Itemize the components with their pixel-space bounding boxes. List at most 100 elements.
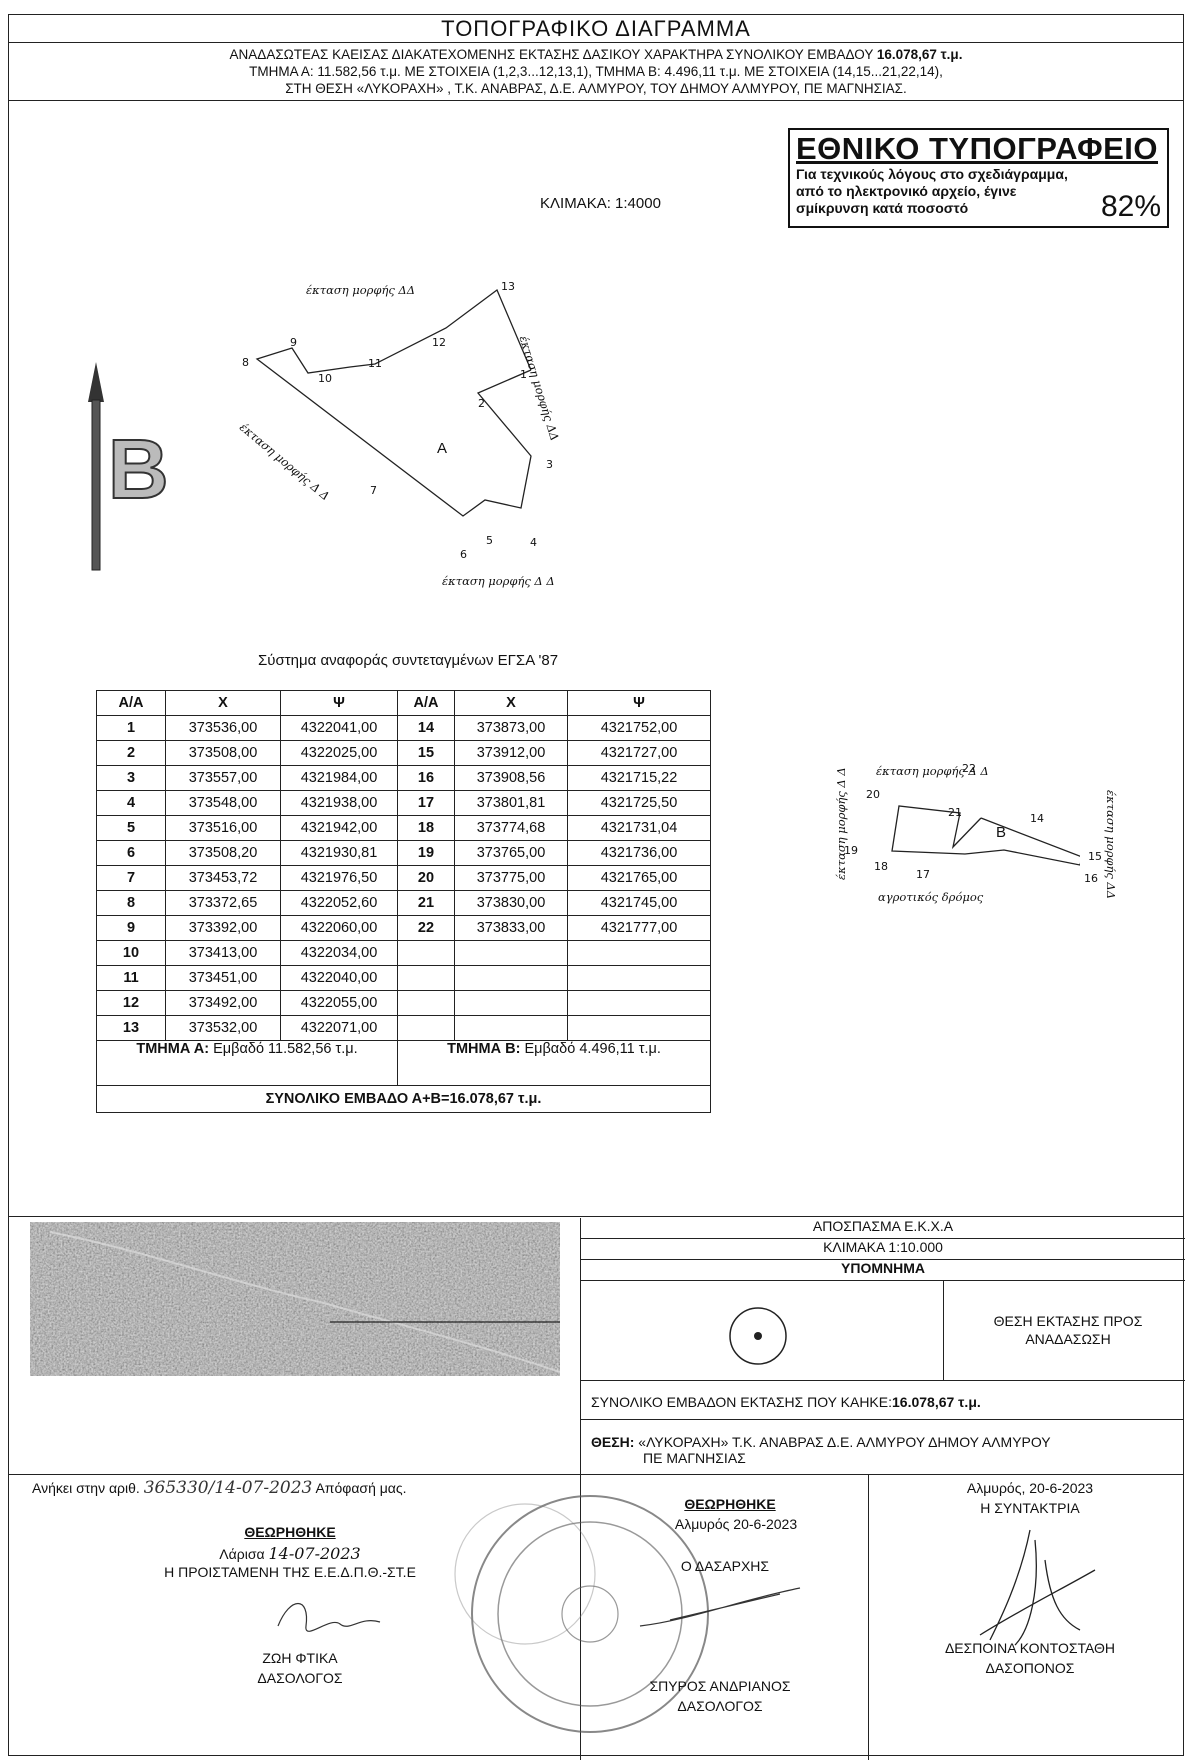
table-cell: 4322040,00 (280, 965, 398, 991)
legend-symbol-row: ΘΕΣΗ ΕΚΤΑΣΗΣ ΠΡΟΣ ΑΝΑΔΑΣΩΣΗ (580, 1280, 1185, 1381)
point-22: 22 (962, 762, 976, 775)
table-cell (567, 965, 711, 991)
table-cell: 373413,00 (165, 940, 281, 966)
area-a-cell: ΤΜΗΜΑ Α: Εμβαδό 11.582,56 τ.μ. (96, 1040, 398, 1086)
table-cell: 22 (397, 915, 455, 941)
table-cell (397, 965, 455, 991)
table-cell: 7 (96, 865, 166, 891)
table-cell: 4321938,00 (280, 790, 398, 816)
table-cell: 15 (397, 740, 455, 766)
table-cell: 17 (397, 790, 455, 816)
point-21: 21 (948, 806, 962, 819)
table-cell: 21 (397, 890, 455, 916)
page-frame (8, 14, 1184, 1756)
vertical-divider-right (868, 1474, 869, 1760)
left-place-date: Λάρισα 14-07-2023 (160, 1544, 420, 1563)
legend-total-unit: τ.μ. (954, 1394, 981, 1410)
right-place-date: Αλμυρός, 20-6-2023 (966, 1480, 1094, 1496)
table-cell (454, 990, 568, 1016)
point-15: 15 (1088, 850, 1102, 863)
table-cell (397, 940, 455, 966)
legend-total-label: ΣΥΝΟΛΙΚΟ ΕΜΒΑΔΟΝ ΕΚΤΑΣΗΣ ΠΟΥ ΚΑΗΚΕ: (591, 1394, 892, 1410)
point-5: 5 (486, 534, 493, 547)
point-4: 4 (530, 536, 537, 549)
table-cell: 373548,00 (165, 790, 281, 816)
left-date: 14-07-2023 (268, 1544, 361, 1563)
title-divider (8, 42, 1184, 43)
table-cell (397, 990, 455, 1016)
right-title: ΔΑΣΟΠΟΝΟΣ (985, 1660, 1075, 1676)
table-cell: 373873,00 (454, 715, 568, 741)
table-cell (454, 1015, 568, 1041)
point-1: 1 (520, 368, 527, 381)
location-circle-icon (729, 1307, 787, 1365)
table-cell: 373908,56 (454, 765, 568, 791)
parcel-b-bottom-label: αγροτικός δρόμος (878, 890, 984, 904)
legend-scale: ΚΛΙΜΑΚΑ 1:10.000 (581, 1239, 1185, 1260)
table-cell: 4322041,00 (280, 715, 398, 741)
vertical-divider-mid (580, 1218, 581, 1760)
col-header-x-1: Χ (165, 690, 281, 716)
map-scale: ΚΛΙΜΑΚΑ: 1:4000 (540, 195, 661, 212)
parcel-b-left-label: έκταση μορφής Δ Δ (834, 767, 848, 880)
parcel-a-bottom-label: έκταση μορφής Δ Δ (442, 574, 555, 588)
table-cell (454, 965, 568, 991)
table-cell: 4321745,00 (567, 890, 711, 916)
table-cell: 373833,00 (454, 915, 568, 941)
mid-title: ΔΑΣΟΛΟΓΟΣ (677, 1698, 763, 1714)
legend-location-text-2: ΠΕ ΜΑΓΝΗΣΙΑΣ (643, 1450, 746, 1466)
table-cell: 4322052,60 (280, 890, 398, 916)
table-cell (567, 940, 711, 966)
stamp-line-3: σμίκρυνση κατά ποσοστό (796, 200, 969, 216)
right-signature (979, 1529, 1096, 1646)
mid-role: Ο ΔΑΣΑΡΧΗΣ (680, 1558, 770, 1574)
mid-name: ΣΠΥΡΟΣ ΑΝΔΡΙΑΝΟΣ (649, 1678, 791, 1694)
north-arrow-icon (88, 362, 104, 571)
point-18: 18 (874, 860, 888, 873)
table-cell: 2 (96, 740, 166, 766)
area-b-label: ΤΜΗΜΑ Β: (447, 1041, 521, 1057)
table-cell: 10 (96, 940, 166, 966)
table-cell: 13 (96, 1015, 166, 1041)
table-cell: 373557,00 (165, 765, 281, 791)
document-title: ΤΟΠΟΓΡΑΦΙΚΟ ΔΙΑΓΡΑΜΜΑ (441, 16, 751, 41)
table-cell: 5 (96, 815, 166, 841)
left-title: ΔΑΣΟΛΟΓΟΣ (257, 1670, 343, 1686)
total-area: ΣΥΝΟΛΙΚΟ ΕΜΒΑΔΟ Α+Β=16.078,67 τ.μ. (96, 1085, 711, 1113)
parcel-b-top-label: έκταση μορφής Δ Δ (876, 764, 989, 778)
table-header-row: Α/Α Χ Ψ Α/Α Χ Ψ (96, 690, 711, 716)
table-cell: 373508,20 (165, 840, 281, 866)
table-cell: 9 (96, 915, 166, 941)
right-name: ΔΕΣΠΟΙΝΑ ΚΟΝΤΟΣΤΑΘΗ (944, 1640, 1116, 1656)
table-cell: 373516,00 (165, 815, 281, 841)
legend-symbol-label: ΘΕΣΗ ΕΚΤΑΣΗΣ ΠΡΟΣ ΑΝΑΔΑΣΩΣΗ (993, 1313, 1143, 1347)
point-7: 7 (370, 484, 377, 497)
table-cell: 4322060,00 (280, 915, 398, 941)
stamp-percent: 82% (1100, 190, 1161, 223)
mid-place-date: Αλμυρός 20-6-2023 (674, 1516, 798, 1532)
north-arrow: Β (82, 362, 170, 572)
header-line-1-bold: 16.078,67 τ.μ. (876, 47, 963, 62)
parcel-b-letter: Β (996, 824, 1007, 841)
header-divider (8, 100, 1184, 101)
parcel-a-letter: Α (437, 440, 448, 457)
decision-post: Απόφασή μας. (315, 1480, 407, 1496)
table-cell: 4321731,04 (567, 815, 711, 841)
stamp-title: ΕΘΝΙΚΟ ΤΥΠΟΓΡΑΦΕΙΟ (796, 131, 1159, 166)
table-cell: 4322055,00 (280, 990, 398, 1016)
col-header-y-1: Ψ (280, 690, 398, 716)
official-seal (454, 1495, 709, 1733)
parcel-a-boundary (255, 288, 532, 517)
left-place: Λάρισα (219, 1546, 265, 1562)
parcel-a-top-label: έκταση μορφής ΔΔ (306, 283, 416, 297)
table-cell: 4321725,50 (567, 790, 711, 816)
total-row: ΣΥΝΟΛΙΚΟ ΕΜΒΑΔΟ Α+Β=16.078,67 τ.μ. (96, 1085, 711, 1113)
table-cell: 373372,65 (165, 890, 281, 916)
table-cell (567, 1015, 711, 1041)
table-cell: 8 (96, 890, 166, 916)
